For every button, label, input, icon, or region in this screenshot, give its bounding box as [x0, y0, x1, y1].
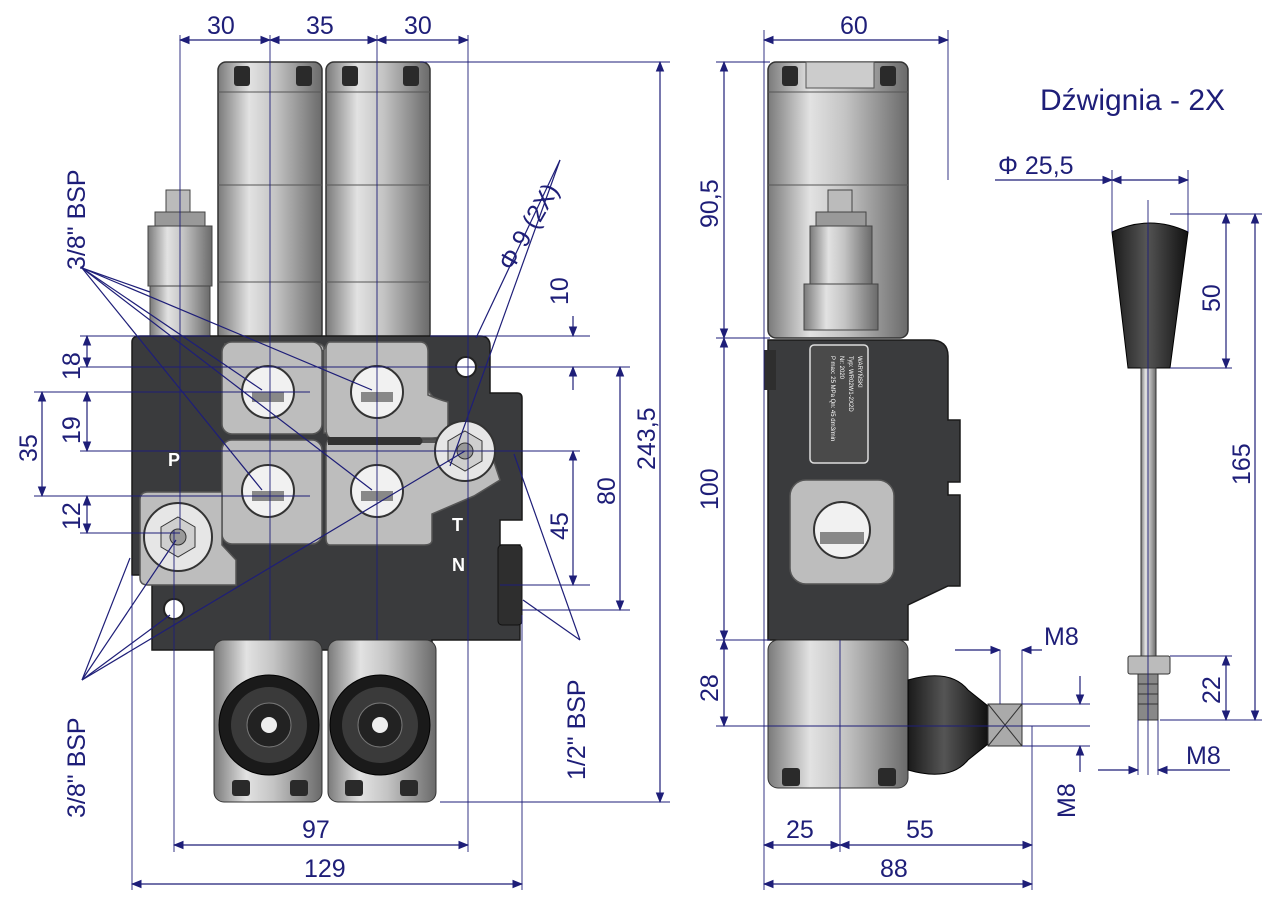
- dim-30-right: 30: [404, 12, 432, 40]
- dim-45: 45: [546, 512, 574, 540]
- dim-97: 97: [302, 816, 330, 844]
- side-view: WARYŃSKI Typ: WR02W1-2X2D Nr: 2020 P max…: [696, 12, 1090, 890]
- dims-side: 60 90,5 100 28 25 55 88 M8 M8: [696, 12, 1090, 890]
- dims-front-bottom: 97 129: [130, 816, 524, 889]
- dim-19: 19: [58, 416, 86, 444]
- dim-25: 25: [786, 816, 814, 844]
- port-letter-p: P: [168, 450, 180, 470]
- drawing-title: Dźwignia - 2X: [1040, 84, 1225, 117]
- nameplate: [809, 344, 869, 464]
- dim-100: 100: [696, 468, 724, 510]
- lever-view: Dźwignia - 2X Φ 25,5 50 165 22: [995, 84, 1262, 775]
- dims-front-left: 18 19 35 12: [15, 334, 92, 535]
- nameplate-line-1: WARYŃSKI: [856, 356, 863, 388]
- dim-55: 55: [906, 816, 934, 844]
- dim-12: 12: [58, 502, 86, 530]
- label-thread-upper-left: 3/8" BSP: [63, 169, 91, 270]
- label-thread-lower-left: 3/8" BSP: [63, 717, 91, 818]
- dim-35: 35: [306, 12, 334, 40]
- dim-m8-side-vertical: M8: [1053, 783, 1081, 818]
- dim-28: 28: [696, 674, 724, 702]
- nameplate-line-2: Typ: WR02W1-2X2D: [847, 356, 853, 412]
- front-view: P T N: [15, 12, 670, 890]
- lever-nut: [1127, 655, 1171, 675]
- lever-knob: [1111, 222, 1189, 369]
- lever-boot: [907, 675, 989, 775]
- dim-90-5: 90,5: [696, 179, 724, 228]
- dim-10: 10: [546, 277, 574, 305]
- dim-18: 18: [58, 352, 86, 380]
- nameplate-line-3: Nr: 2020: [838, 356, 844, 380]
- dim-50: 50: [1198, 284, 1226, 312]
- dim-m8-side-top: M8: [1044, 623, 1079, 651]
- dim-lever-diameter: Φ 25,5: [998, 152, 1074, 180]
- dims-lever: Φ 25,5 50 165 22 M8: [995, 152, 1262, 775]
- dim-22: 22: [1198, 676, 1226, 704]
- label-hole-diameter: Φ 9 (2X): [493, 179, 565, 275]
- port-letter-t: T: [452, 515, 463, 535]
- spool-caps-bottom: [213, 639, 437, 803]
- dims-front-top: 30 35 30: [178, 12, 470, 45]
- dim-165: 165: [1228, 443, 1256, 485]
- dims-front-right: 10 45 80 243,5: [546, 60, 665, 804]
- dim-60: 60: [840, 12, 868, 40]
- centerlines-front: [34, 35, 670, 890]
- leaders-front: [81, 159, 581, 681]
- dim-35-left: 35: [15, 434, 43, 462]
- dim-243-5: 243,5: [633, 407, 661, 470]
- port-letter-n: N: [452, 555, 465, 575]
- label-thread-right: 1/2" BSP: [563, 679, 591, 780]
- lever-shaft: [1140, 367, 1157, 657]
- dim-88: 88: [880, 855, 908, 883]
- dim-129: 129: [304, 855, 346, 883]
- nameplate-line-4: P max: 25 MPa Qn: 45 dm3/min: [829, 356, 835, 441]
- dim-80: 80: [593, 477, 621, 505]
- dim-30-left: 30: [207, 12, 235, 40]
- dim-lever-m8: M8: [1186, 742, 1221, 770]
- spool-caps-top: [217, 61, 431, 343]
